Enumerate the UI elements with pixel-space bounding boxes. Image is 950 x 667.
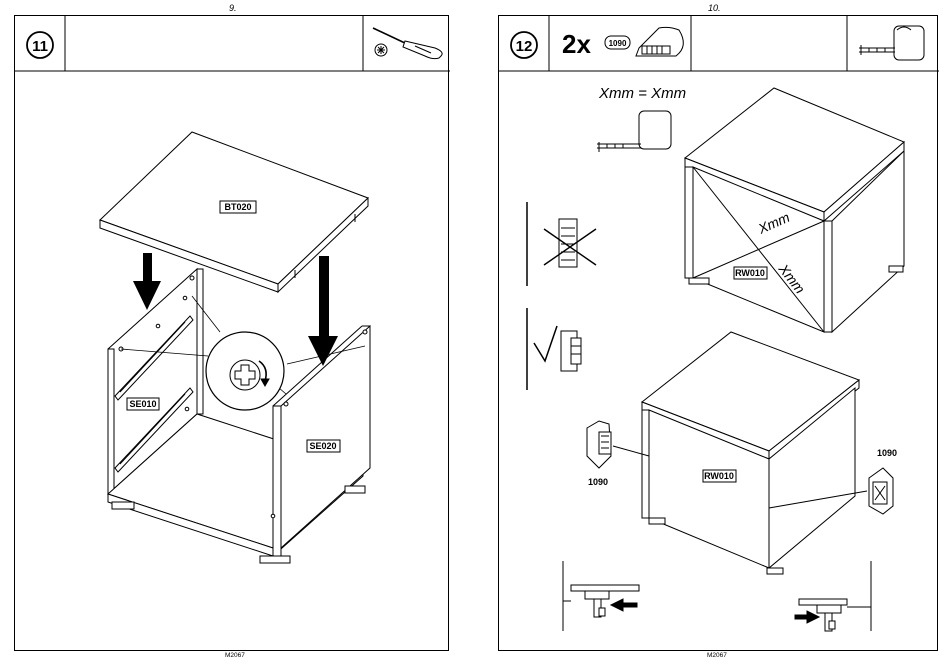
correct-installation-icon (527, 308, 581, 390)
down-arrow-left (133, 253, 161, 310)
screwdriver-icon (373, 28, 442, 59)
right-page-number: 10. (708, 3, 721, 13)
tape-measure-icon (859, 26, 924, 60)
step-number-badge: 11 (27, 32, 53, 58)
svg-text:RW010: RW010 (735, 268, 765, 278)
left-instruction-panel: 11 BT020 (14, 15, 449, 651)
left-page-number: 9. (229, 3, 237, 13)
svg-text:BT020: BT020 (224, 202, 251, 212)
step-12-illustration: 12 2x 1090 Xmm = Xmm (499, 16, 939, 652)
svg-text:RW010: RW010 (704, 471, 734, 481)
right-footer-code: M2067 (707, 652, 727, 659)
step-number: 12 (516, 38, 533, 55)
fitting-right-icon (869, 468, 893, 514)
tape-measure-small-icon (597, 111, 671, 152)
right-instruction-panel: 12 2x 1090 Xmm = Xmm (498, 15, 938, 651)
svg-text:1090: 1090 (609, 39, 627, 48)
down-arrow-right (308, 256, 338, 366)
svg-text:SE010: SE010 (129, 399, 156, 409)
back-panel-label-bottom: RW010 (703, 470, 736, 482)
quantity-text: 2x (562, 29, 591, 59)
step-number-badge: 12 (511, 32, 537, 58)
fitting-left-label: 1090 (588, 477, 608, 487)
back-panel-label-top: RW010 (734, 267, 767, 279)
step-11-illustration: 11 BT020 (15, 16, 450, 652)
fitting-right-label: 1090 (877, 448, 897, 458)
cabinet-carcass (108, 269, 370, 563)
left-footer-code: M2067 (225, 652, 245, 659)
right-side-label: SE020 (307, 440, 340, 452)
cam-lock-detail (206, 332, 284, 410)
step-number: 11 (32, 38, 48, 55)
measure-note: Xmm = Xmm (598, 85, 686, 102)
wrong-installation-icon (527, 202, 596, 286)
fitting-left-icon (587, 421, 611, 468)
fitting-bracket-icon (636, 27, 683, 56)
part-badge: 1090 (605, 36, 630, 49)
top-board-label: BT020 (220, 201, 256, 213)
left-side-label: SE010 (127, 398, 159, 410)
foot-detail-right (795, 561, 871, 631)
cabinet-front-view (613, 332, 867, 574)
cabinet-back-view (685, 88, 904, 332)
svg-text:SE020: SE020 (309, 441, 336, 451)
foot-detail-left (563, 561, 639, 631)
